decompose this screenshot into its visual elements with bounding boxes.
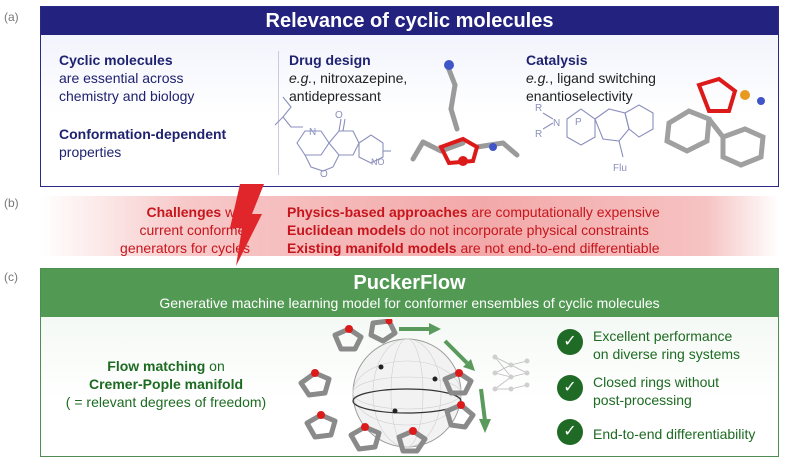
puckerflow-subtitle: Generative machine learning model for co…	[159, 295, 660, 311]
conformation-text: Conformation-dependent properties	[59, 125, 269, 161]
r1-label: R	[535, 103, 542, 114]
cyclic-molecules-line2: chemistry and biology	[59, 88, 195, 104]
cyclic-molecules-text: Cyclic molecules are essential across ch…	[59, 51, 269, 105]
lightning-bolt-icon	[230, 184, 264, 266]
amine-n-label: N	[309, 127, 316, 138]
challenge-manifold: Existing manifold models are not end-to-…	[287, 239, 767, 257]
panel-a-letter: (a)	[4, 10, 19, 24]
benefit-line: End-to-end differentiability	[593, 426, 756, 442]
flow-matching-rest: on	[205, 358, 225, 374]
challenge-list: Physics-based approaches are computation…	[287, 203, 767, 257]
conformation-bold: Conformation-dependent	[59, 126, 227, 142]
check-icon: ✓	[557, 329, 583, 355]
panel-a-divider	[278, 51, 279, 175]
nitro-label: NO	[371, 157, 385, 167]
physics-rest: are computationally expensive	[467, 204, 660, 220]
puckerflow-title: PuckerFlow	[353, 272, 466, 294]
benefit-line: Closed rings without	[593, 374, 720, 390]
manifold-rest: are not end-to-end differentiable	[456, 240, 660, 256]
drug-design-eg: e.g.	[289, 70, 313, 86]
panel-relevance: Relevance of cyclic molecules Cyclic mol…	[40, 6, 779, 187]
manifold-sphere-diagram	[298, 319, 530, 454]
flu-label: Flu	[613, 163, 627, 174]
benefit-item: Closed rings without post-processing	[593, 373, 778, 409]
catalysis-text: Catalysis e.g., ligand switching enantio…	[526, 51, 666, 105]
challenges-line3: generators for cycles	[120, 240, 250, 256]
flow-arrows	[399, 327, 487, 422]
cyclic-molecules-bold: Cyclic molecules	[59, 52, 173, 68]
carbonyl-o-label: O	[335, 110, 343, 121]
drug-design-line2: antidepressant	[289, 88, 381, 104]
benefit-line: Excellent performance	[593, 328, 733, 344]
catalysis-eg: e.g.	[526, 70, 550, 86]
flow-matching-bold: Flow matching	[107, 358, 206, 374]
drug-design-line1: , nitroxazepine,	[312, 70, 408, 86]
conformation-line2: properties	[59, 144, 122, 160]
p-label: P	[575, 117, 582, 128]
catalyst-structure: R R N P Flu	[535, 103, 654, 174]
cremer-pople-manifold: Cremer-Pople manifold	[88, 376, 244, 392]
cyclic-molecules-line1: are essential across	[59, 70, 184, 86]
benefit-line: on diverse ring systems	[593, 346, 741, 362]
physics-bold: Physics-based approaches	[287, 204, 468, 220]
challenges-line2: current conformer	[139, 222, 250, 238]
degrees-of-freedom: ( = relevant degrees of freedom)	[65, 394, 267, 410]
check-icon: ✓	[557, 419, 583, 445]
drug-3d-model	[410, 60, 520, 166]
panel-c-letter: (c)	[4, 270, 18, 284]
catalyst-3d-model	[664, 76, 766, 168]
challenge-physics: Physics-based approaches are computation…	[287, 203, 767, 221]
catalysis-line2: enantioselectivity	[526, 88, 633, 104]
ether-o-label: O	[320, 169, 328, 180]
benefit-item: Excellent performance on diverse ring sy…	[593, 327, 778, 363]
r2-label: R	[535, 129, 542, 140]
panel-puckerflow: PuckerFlow Generative machine learning m…	[40, 268, 779, 457]
catalysis-title: Catalysis	[526, 52, 588, 68]
drug-design-title: Drug design	[289, 52, 371, 68]
panel-c-header: PuckerFlow Generative machine learning m…	[41, 269, 778, 317]
drug-design-text: Drug design e.g., nitroxazepine, antidep…	[289, 51, 449, 105]
challenges-text: Challenges with current conformer genera…	[40, 203, 250, 257]
panel-b-letter: (b)	[4, 196, 19, 210]
euclidean-rest: do not incorporate physical constraints	[406, 222, 649, 238]
benefit-line: post-processing	[593, 392, 692, 408]
challenges-bold: Challenges	[146, 204, 222, 220]
euclidean-bold: Euclidean models	[287, 222, 407, 238]
nitroxazepine-structure: O N O NO	[274, 96, 391, 180]
neural-network-icon	[494, 356, 528, 390]
challenge-euclidean: Euclidean models do not incorporate phys…	[287, 221, 767, 239]
flow-matching-text: Flow matching on Cremer-Pople manifold (…	[41, 357, 291, 411]
n-label: N	[553, 118, 560, 129]
panel-a-title: Relevance of cyclic molecules	[41, 7, 778, 35]
catalysis-line1: , ligand switching	[549, 70, 656, 86]
panel-challenges: Challenges with current conformer genera…	[40, 196, 779, 256]
benefit-item: End-to-end differentiability	[593, 425, 778, 443]
check-icon: ✓	[557, 375, 583, 401]
manifold-bold: Existing manifold models	[287, 240, 457, 256]
